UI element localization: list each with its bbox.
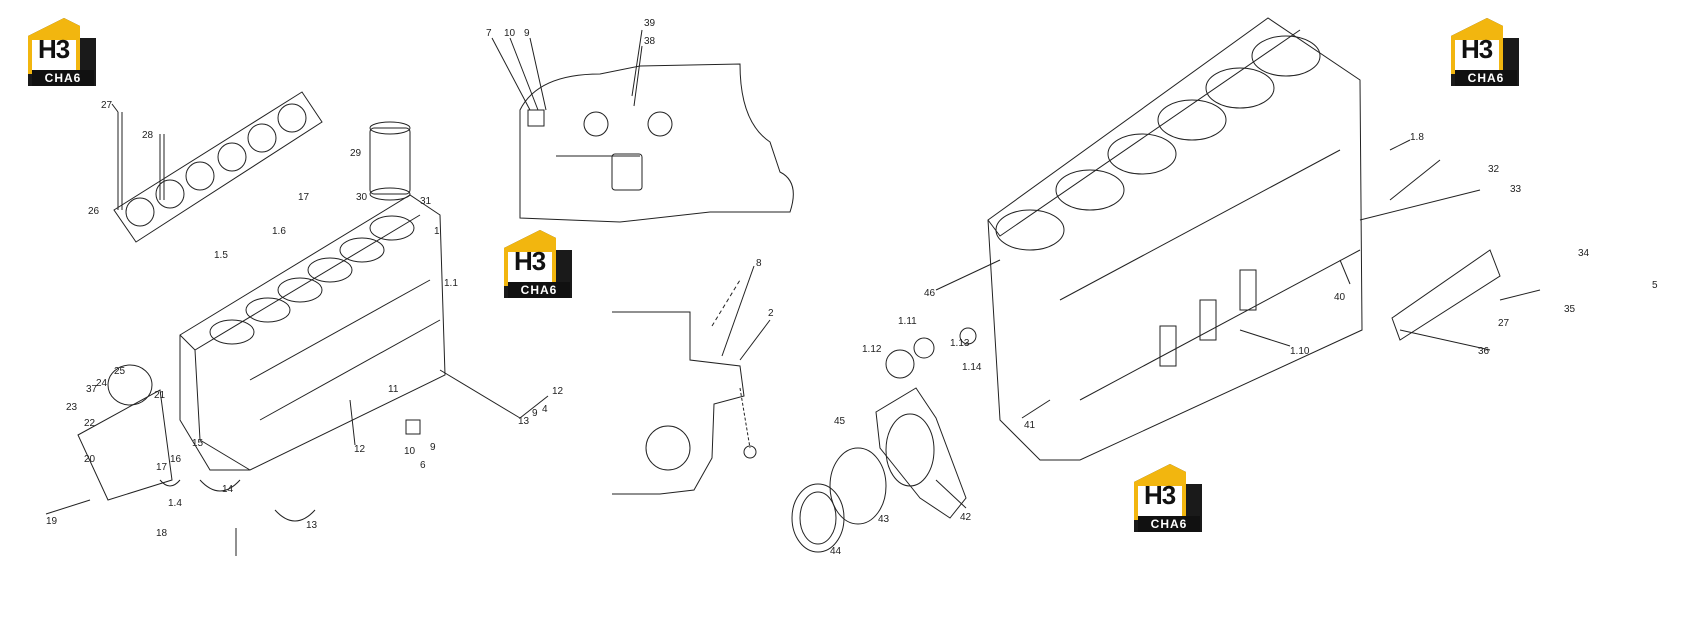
cylinder-block-rear: [987, 17, 1363, 461]
callout-label: 19: [46, 516, 58, 527]
brand-logo-top-right: H3 CHA6: [1447, 16, 1523, 90]
callout-label: 6: [420, 460, 426, 471]
brand-logo-center: H3 CHA6: [500, 228, 576, 302]
callout-label: 1.5: [214, 250, 228, 261]
left-callout-labels: 27 28 26 29 17 30 31 1 1.6 1.5 1.1 25 37…: [46, 100, 564, 539]
cylinder-block: [179, 194, 446, 471]
right-callout-labels: 1.8 32 33 34 5 46 40 35 27 36 1.11 1.12 …: [830, 132, 1658, 557]
callout-label: 35: [1564, 304, 1576, 315]
brand-logo-bottom-right: H3 CHA6: [1130, 462, 1206, 536]
callout-label: 34: [1578, 248, 1590, 259]
callout-label: 25: [114, 366, 126, 377]
main-bearing-shell: [199, 479, 241, 492]
callout-label: 44: [830, 546, 842, 557]
middle-callout-labels: 8 2: [756, 258, 774, 319]
callout-label: 5: [1652, 280, 1658, 291]
callout-label: 46: [924, 288, 936, 299]
callout-label: 28: [142, 130, 154, 141]
callout-label: 17: [156, 462, 168, 473]
callout-label: 1.14: [962, 362, 982, 373]
callout-label: 1: [434, 226, 440, 237]
callout-label: 31: [420, 196, 432, 207]
left-engine-block: [45, 91, 549, 556]
logo-sub-text: CHA6: [32, 70, 94, 86]
callout-label: 1.13: [950, 338, 970, 349]
callout-label: 26: [88, 206, 100, 217]
callout-label: 22: [84, 418, 96, 429]
rear-gasket: [829, 447, 887, 525]
callout-label: 1.11: [898, 316, 917, 327]
callout-label: 36: [1478, 346, 1490, 357]
logo-main-text: H3: [514, 246, 546, 276]
callout-label: 21: [154, 390, 166, 401]
top-center-detail: [491, 29, 794, 223]
callout-label: 1.1: [444, 278, 458, 289]
side-cover-gasket: [1391, 249, 1501, 341]
cylinder-liner: [369, 127, 411, 195]
right-engine-block: [791, 17, 1541, 553]
callout-label: 41: [1024, 420, 1036, 431]
callout-label: 27: [1498, 318, 1510, 329]
callout-label: 42: [960, 512, 972, 523]
callout-label: 16: [170, 454, 182, 465]
callout-label: 32: [1488, 164, 1500, 175]
rear-seal-housing: [875, 387, 967, 519]
logo-main-text: H3: [1461, 34, 1493, 64]
callout-label: 1.8: [1410, 132, 1424, 143]
rear-oil-seal: [791, 483, 845, 553]
callout-label: 9: [524, 28, 530, 39]
callout-label: 11: [388, 384, 399, 395]
callout-label: 33: [1510, 184, 1522, 195]
callout-label: 18: [156, 528, 168, 539]
callout-label: 12: [552, 386, 564, 397]
logo-sub-text: CHA6: [1455, 70, 1517, 86]
logo-main-text: H3: [38, 34, 70, 64]
top-center-callout-labels: 7 10 9 39 38: [486, 18, 656, 47]
callout-label: 1.12: [862, 344, 882, 355]
head-gasket: [113, 91, 323, 243]
callout-label: 40: [1334, 292, 1346, 303]
middle-detail: [612, 265, 771, 495]
callout-label: 9: [532, 408, 538, 419]
callout-label: 30: [356, 192, 368, 203]
callout-label: 23: [66, 402, 78, 413]
front-plate: [77, 389, 173, 501]
callout-label: 9: [430, 442, 436, 453]
callout-label: 10: [504, 28, 516, 39]
callout-label: 45: [834, 416, 846, 427]
callout-label: 27: [101, 100, 113, 111]
callout-label: 13: [518, 416, 530, 427]
brand-logo-top-left: H3 CHA6: [24, 16, 100, 90]
callout-label: 17: [298, 192, 310, 203]
callout-label: 2: [768, 308, 774, 319]
detail-housing: [519, 63, 794, 223]
callout-label: 1.4: [168, 498, 182, 509]
callout-label: 13: [306, 520, 318, 531]
logo-sub-text: CHA6: [508, 282, 570, 298]
callout-label: 8: [756, 258, 762, 269]
logo-main-text: H3: [1144, 480, 1176, 510]
callout-label: 7: [486, 28, 492, 39]
callout-label: 29: [350, 148, 362, 159]
logo-sub-text: CHA6: [1138, 516, 1200, 532]
callout-label: 24: [96, 378, 108, 389]
callout-label: 37: [86, 384, 98, 395]
callout-label: 10: [404, 446, 416, 457]
callout-label: 4: [542, 404, 548, 415]
callout-label: 39: [644, 18, 656, 29]
middle-housing: [612, 311, 745, 495]
callout-label: 15: [192, 438, 204, 449]
callout-label: 14: [222, 484, 234, 495]
callout-label: 12: [354, 444, 366, 455]
callout-label: 1.10: [1290, 346, 1310, 357]
callout-label: 43: [878, 514, 890, 525]
callout-label: 20: [84, 454, 96, 465]
callout-label: 38: [644, 36, 656, 47]
callout-label: 1.6: [272, 226, 286, 237]
